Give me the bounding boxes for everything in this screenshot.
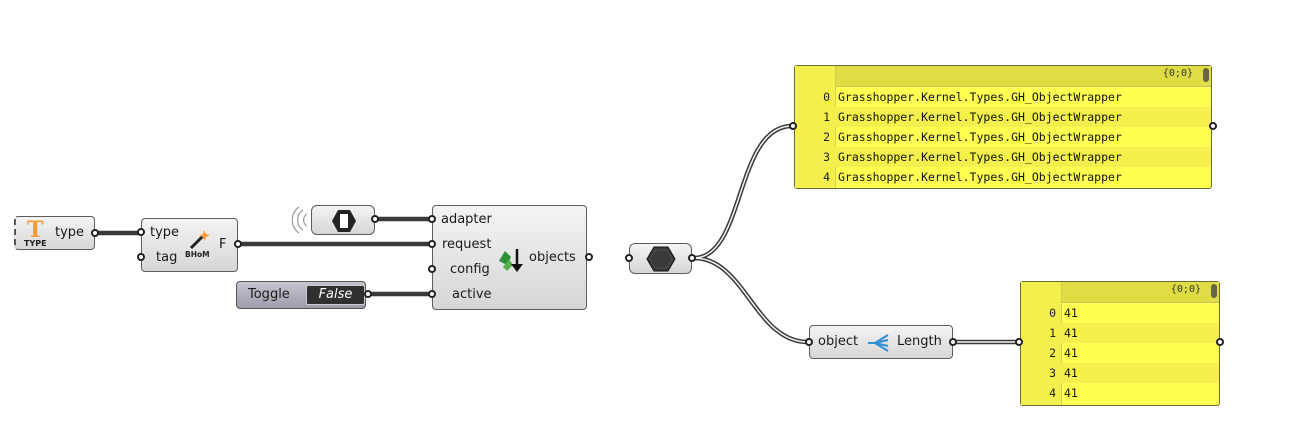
pull-input-adapter: adapter xyxy=(441,212,492,227)
create-type-tag-grip[interactable] xyxy=(137,253,145,261)
list-item: 4 Grasshopper.Kernel.Types.GH_ObjectWrap… xyxy=(795,167,1211,187)
adapter-hexagon-icon xyxy=(332,210,356,232)
length-component[interactable]: object Length xyxy=(809,325,953,359)
data-param-output-grip[interactable] xyxy=(688,254,696,262)
list-item: 2 Grasshopper.Kernel.Types.GH_ObjectWrap… xyxy=(795,127,1211,147)
list-item-index: 0 xyxy=(823,90,830,104)
create-type-type-grip[interactable] xyxy=(137,228,145,236)
pull-config-grip[interactable] xyxy=(428,265,436,273)
create-type-output-f: F xyxy=(219,237,227,252)
toggle-value[interactable]: False xyxy=(306,285,365,305)
objects-panel-output-grip[interactable] xyxy=(1209,122,1217,130)
length-panel[interactable]: {0;0} 0 41 1 41 2 41 3 41 4 41 xyxy=(1020,281,1220,406)
list-item-index: 2 xyxy=(823,130,830,144)
pull-active-grip[interactable] xyxy=(428,290,436,298)
magic-wand-icon: BHoM xyxy=(185,230,210,258)
pull-input-active: active xyxy=(452,287,492,302)
list-item-value: 41 xyxy=(1064,326,1078,340)
data-param-input-grip[interactable] xyxy=(625,254,633,262)
pull-output-grip[interactable] xyxy=(585,253,593,261)
list-item: 0 Grasshopper.Kernel.Types.GH_ObjectWrap… xyxy=(795,87,1211,107)
list-item: 3 Grasshopper.Kernel.Types.GH_ObjectWrap… xyxy=(795,147,1211,167)
list-item: 0 41 xyxy=(1021,303,1219,323)
objects-panel-scrollbar[interactable] xyxy=(1203,68,1209,82)
boolean-toggle[interactable]: Toggle False xyxy=(236,281,366,309)
list-item: 2 41 xyxy=(1021,343,1219,363)
bhom-caption: BHoM xyxy=(185,250,210,258)
length-input-grip[interactable] xyxy=(805,338,813,346)
objects-panel-input-grip[interactable] xyxy=(789,122,797,130)
data-parameter[interactable] xyxy=(629,243,692,274)
list-item-index: 0 xyxy=(1049,306,1056,320)
length-output-grip[interactable] xyxy=(949,338,957,346)
list-item-index: 2 xyxy=(1049,346,1056,360)
list-item-value: Grasshopper.Kernel.Types.GH_ObjectWrappe… xyxy=(838,90,1122,104)
list-item-index: 1 xyxy=(1049,326,1056,340)
list-item: 3 41 xyxy=(1021,363,1219,383)
create-type-component[interactable]: type tag BHoM F xyxy=(141,218,238,272)
list-item-value: Grasshopper.Kernel.Types.GH_ObjectWrappe… xyxy=(838,170,1122,184)
length-input-object: object xyxy=(818,334,859,349)
list-item: 4 41 xyxy=(1021,383,1219,403)
wire-hex-to-length xyxy=(693,255,809,345)
create-type-input-type: type xyxy=(150,225,180,240)
length-panel-output-grip[interactable] xyxy=(1216,338,1224,346)
list-item-value: Grasshopper.Kernel.Types.GH_ObjectWrappe… xyxy=(838,110,1122,124)
wire-hex-to-top-panel xyxy=(693,123,793,261)
objects-panel[interactable]: {0;0} 0 Grasshopper.Kernel.Types.GH_Obje… xyxy=(794,65,1212,189)
list-item-index: 4 xyxy=(1049,386,1056,400)
pull-input-config: config xyxy=(450,262,490,277)
length-panel-input-grip[interactable] xyxy=(1015,338,1023,346)
list-item-value: Grasshopper.Kernel.Types.GH_ObjectWrappe… xyxy=(838,130,1122,144)
pull-output-objects: objects xyxy=(529,250,576,265)
toggle-label: Toggle xyxy=(248,287,290,302)
objects-panel-header xyxy=(795,66,1211,87)
text-type-icon-caption: TYPE xyxy=(24,239,47,248)
list-item: 1 Grasshopper.Kernel.Types.GH_ObjectWrap… xyxy=(795,107,1211,127)
pull-input-request: request xyxy=(442,237,492,252)
pull-icon xyxy=(499,249,523,272)
length-panel-path: {0;0} xyxy=(1170,284,1201,295)
wireless-signal-icon xyxy=(291,206,308,234)
list-item-value: 41 xyxy=(1064,306,1078,320)
adapter-output-grip[interactable] xyxy=(371,215,379,223)
list-item-value: 41 xyxy=(1064,346,1078,360)
create-type-output-grip[interactable] xyxy=(234,240,242,248)
list-item-value: Grasshopper.Kernel.Types.GH_ObjectWrappe… xyxy=(838,150,1122,164)
adapter-parameter[interactable] xyxy=(311,205,375,235)
text-param-label: type xyxy=(55,225,85,240)
list-item-index: 3 xyxy=(823,150,830,164)
list-item-index: 1 xyxy=(823,110,830,124)
pull-request-grip[interactable] xyxy=(428,240,436,248)
list-length-icon xyxy=(868,334,889,352)
list-item-index: 3 xyxy=(1049,366,1056,380)
list-item-value: 41 xyxy=(1064,386,1078,400)
length-panel-scrollbar[interactable] xyxy=(1211,284,1217,298)
list-item-value: 41 xyxy=(1064,366,1078,380)
objects-panel-index-column xyxy=(795,66,836,188)
list-item: 1 41 xyxy=(1021,323,1219,343)
length-output-length: Length xyxy=(897,334,942,349)
create-type-input-tag: tag xyxy=(156,250,178,265)
pull-component[interactable]: adapter request config active objects xyxy=(432,205,587,310)
text-param-output-grip[interactable] xyxy=(91,229,99,237)
list-item-index: 4 xyxy=(823,170,830,184)
text-parameter[interactable]: T TYPE type xyxy=(14,216,95,250)
toggle-output-grip[interactable] xyxy=(364,290,372,298)
length-panel-index-column xyxy=(1021,282,1062,405)
objects-panel-path: {0;0} xyxy=(1162,68,1193,79)
svg-text:T: T xyxy=(27,218,44,243)
data-hexagon-icon xyxy=(646,246,676,272)
length-panel-header xyxy=(1021,282,1219,303)
text-type-icon: T TYPE xyxy=(24,218,47,248)
pull-adapter-grip[interactable] xyxy=(428,215,436,223)
